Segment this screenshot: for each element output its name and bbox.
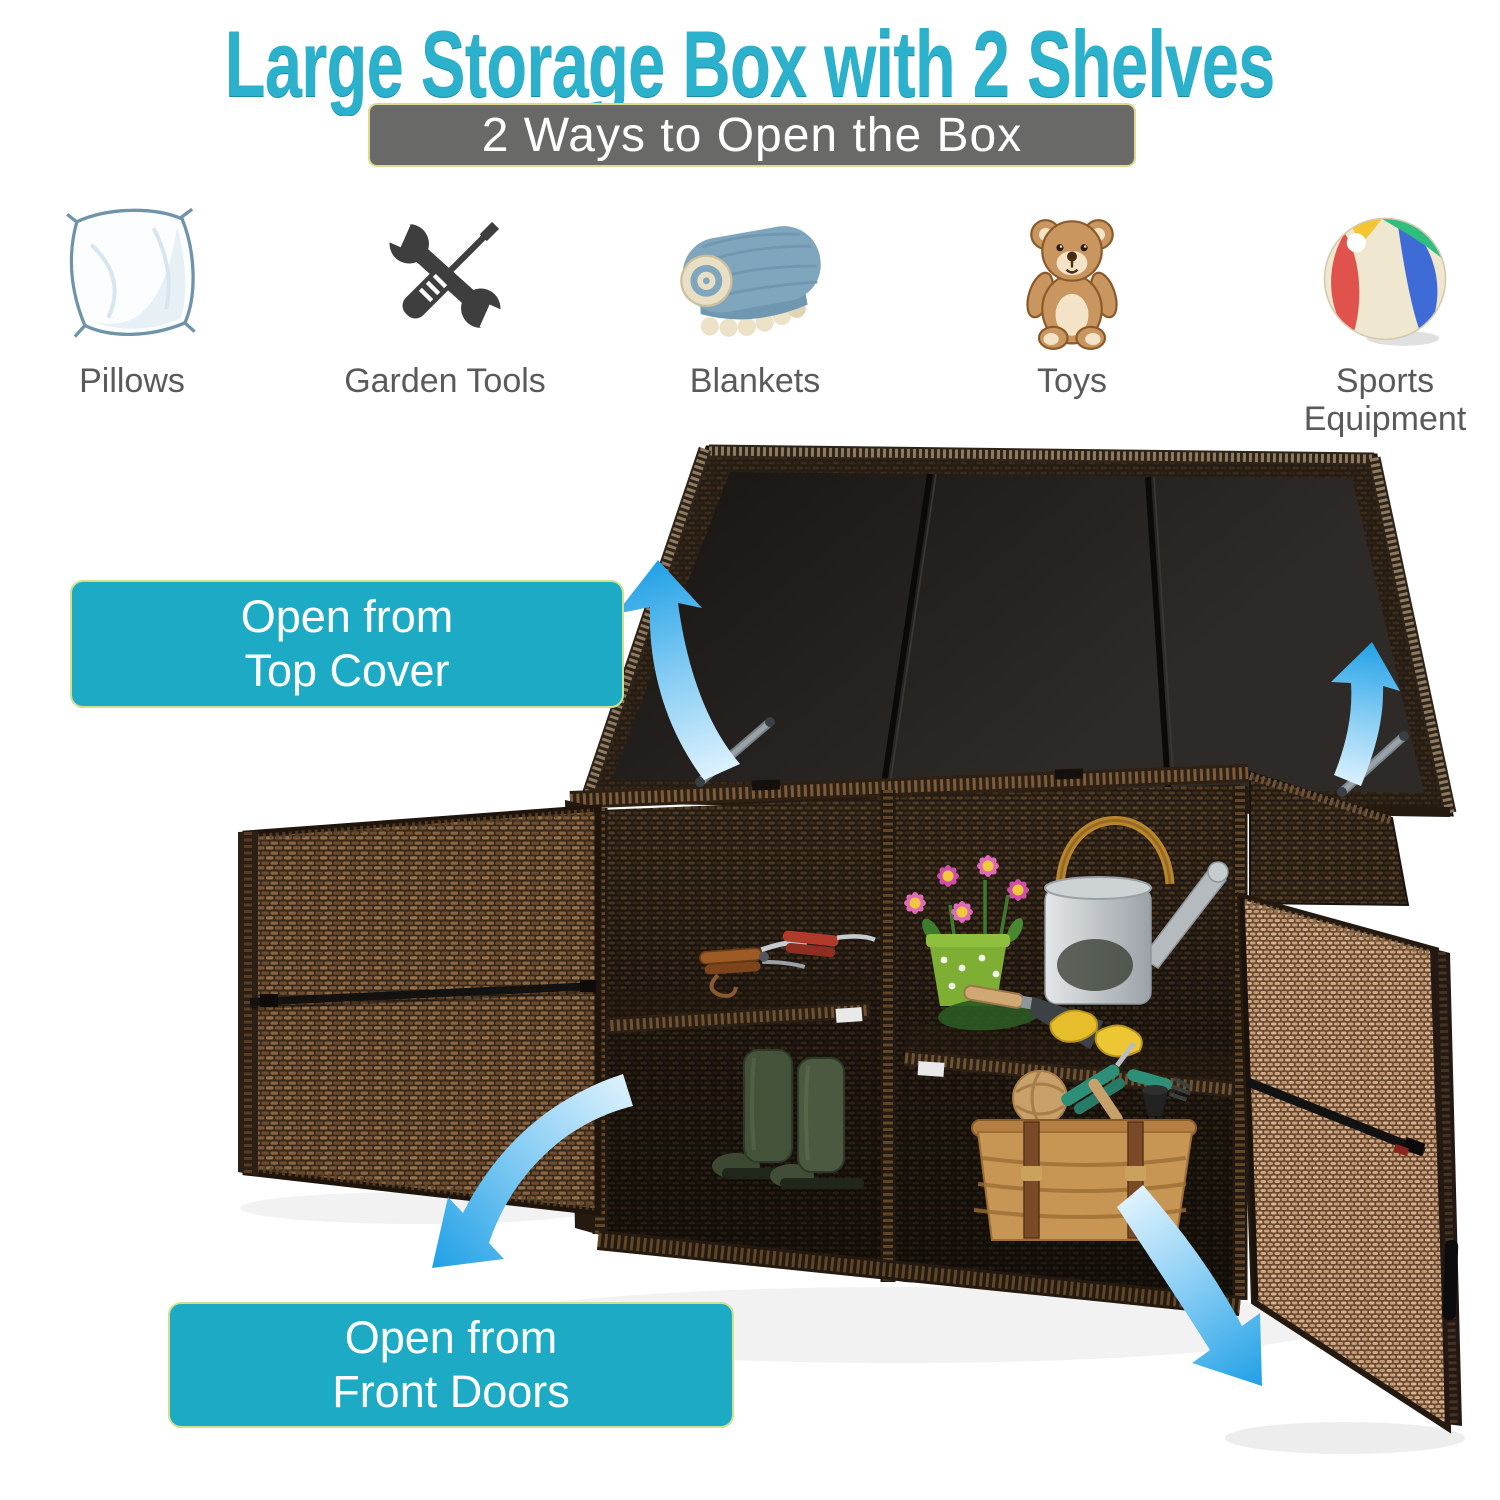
item-label: Blankets bbox=[689, 362, 821, 400]
item-label: Garden Tools bbox=[344, 362, 546, 400]
lid-open-arrow-left-icon bbox=[616, 560, 740, 780]
watering-can bbox=[1044, 816, 1229, 1005]
right-door bbox=[1236, 892, 1462, 1434]
item-label: Toys bbox=[1037, 362, 1107, 400]
storage-item-toys: Toys bbox=[942, 172, 1202, 400]
lid-open-arrow-right-icon bbox=[1331, 642, 1400, 786]
storage-item-sports: Sports Equipment bbox=[1265, 172, 1500, 438]
storage-item-blankets: Blankets bbox=[625, 172, 885, 400]
garden-tools-on-shelf bbox=[699, 930, 876, 998]
page-title: Large Storage Box with 2 Shelves bbox=[225, 11, 1276, 116]
storage-box-lid bbox=[580, 444, 1457, 817]
subtitle-text: 2 Ways to Open the Box bbox=[481, 108, 1023, 162]
item-label: Sports Equipment bbox=[1303, 362, 1467, 439]
beach-ball-icon bbox=[1265, 172, 1500, 350]
callout-line: Top Cover bbox=[244, 645, 450, 696]
callout-line: Open from bbox=[344, 1312, 558, 1363]
gas-strut-right bbox=[1337, 731, 1409, 797]
callout-line: Open from bbox=[240, 591, 454, 642]
storage-item-pillows: Pillows bbox=[2, 172, 262, 400]
trowel-and-gloves bbox=[938, 984, 1143, 1058]
teddy-bear-icon bbox=[942, 172, 1202, 350]
daisy-flowers bbox=[904, 855, 1029, 923]
left-door-open-arrow-icon bbox=[432, 1074, 633, 1268]
callout-open-top-cover: Open from Top Cover bbox=[70, 580, 624, 708]
item-label: Pillows bbox=[79, 362, 185, 400]
subtitle-banner: 2 Ways to Open the Box bbox=[368, 103, 1136, 167]
rain-boots bbox=[712, 1049, 864, 1189]
callout-line: Front Doors bbox=[332, 1366, 570, 1417]
right-door-open-arrow-icon bbox=[1117, 1185, 1262, 1386]
blanket-icon bbox=[625, 172, 885, 350]
callout-open-front-doors: Open from Front Doors bbox=[168, 1302, 734, 1428]
door-handle bbox=[1442, 1240, 1459, 1321]
garden-tools-icon bbox=[315, 172, 575, 350]
pillow-icon bbox=[2, 172, 262, 350]
left-door bbox=[238, 804, 602, 1216]
storage-item-garden-tools: Garden Tools bbox=[315, 172, 575, 400]
